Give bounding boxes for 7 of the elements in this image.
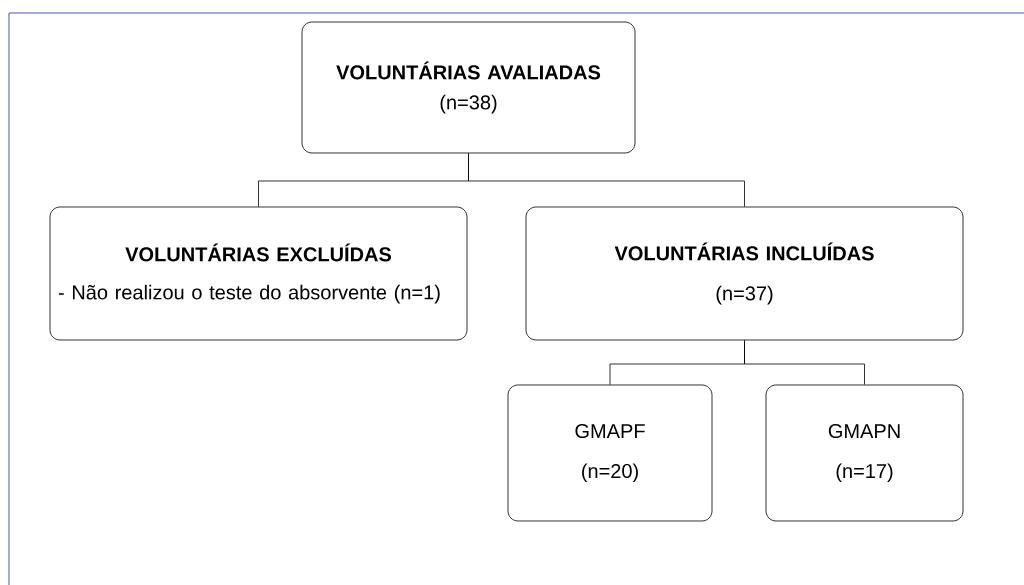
connector-line bbox=[468, 153, 745, 207]
process-box: VOLUNTÁRIAS INCLUÍDAS (n=37) bbox=[525, 206, 964, 341]
process-box: GMAPF (n=20) bbox=[507, 384, 713, 522]
connector-line bbox=[744, 340, 865, 385]
process-box: VOLUNTÁRIAS AVALIADAS (n=38) bbox=[301, 21, 636, 154]
process-box: GMAPN (n=17) bbox=[765, 384, 964, 522]
process-box: VOLUNTÁRIAS EXCLUÍDAS - Não realizou o teste do absorvente (n=1) bbox=[49, 206, 468, 341]
